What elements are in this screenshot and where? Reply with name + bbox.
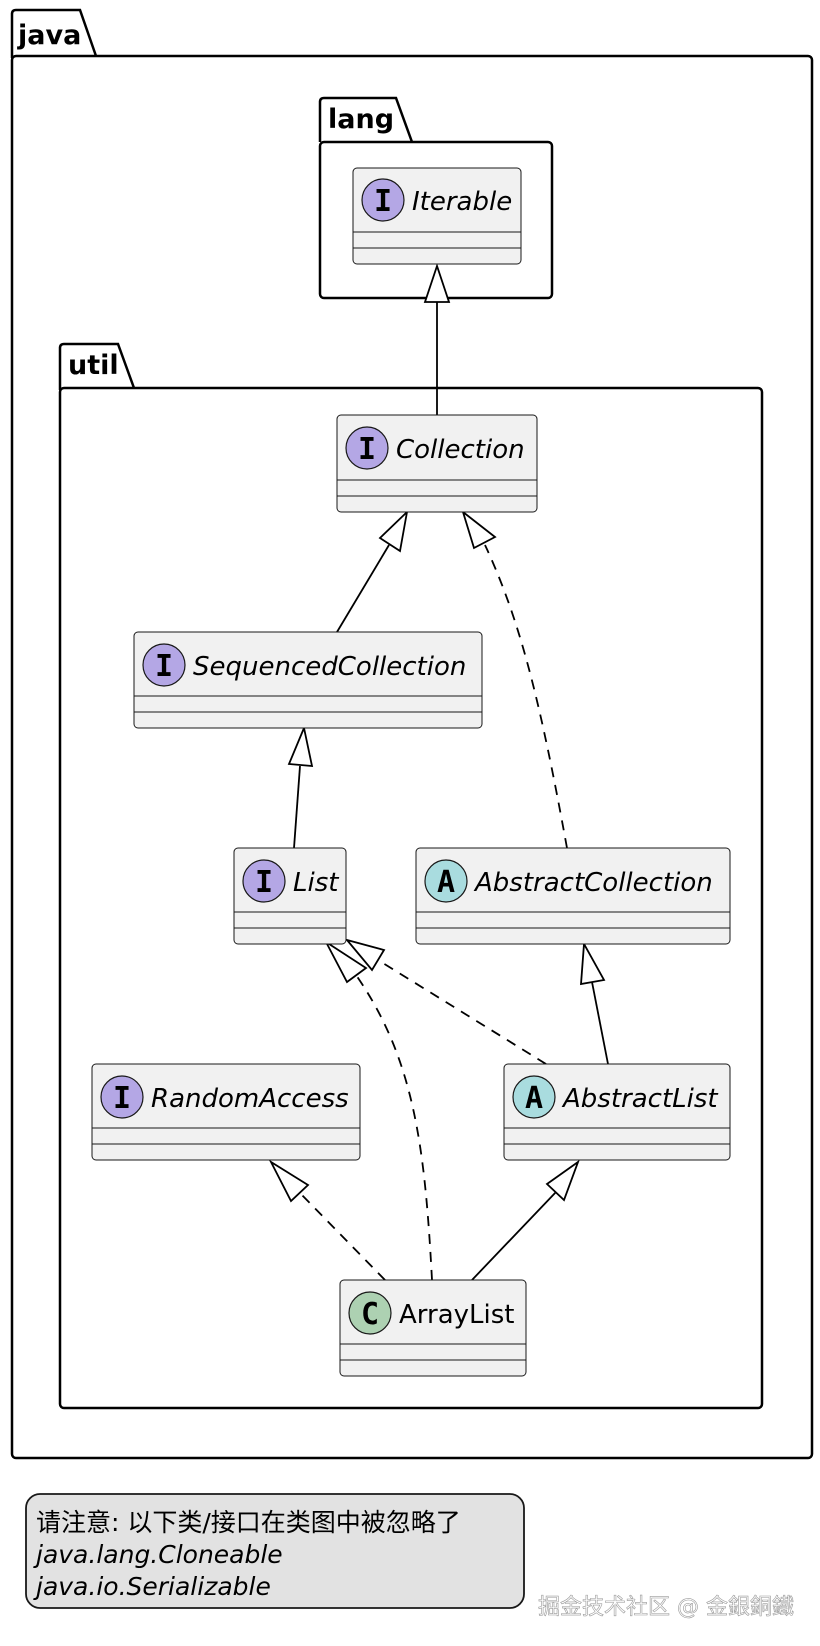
class-name: Collection <box>396 435 525 465</box>
package-lang: lang <box>318 96 554 300</box>
class-arraylist[interactable]: C ArrayList <box>339 1279 527 1377</box>
class-abstractlist[interactable]: A AbstractList <box>503 1063 731 1161</box>
package-util: util <box>58 342 764 1410</box>
class-randomaccess[interactable]: I RandomAccess <box>91 1063 361 1161</box>
class-list[interactable]: I List <box>233 847 347 945</box>
note-line-1: 请注意: 以下类/接口在类图中被忽略了 <box>36 1508 461 1537</box>
interface-stereotype-icon <box>100 1075 144 1119</box>
interface-stereotype-icon <box>345 426 389 470</box>
rel-arraylist-implements-list <box>323 939 433 1281</box>
package-lang-label: lang <box>328 104 394 135</box>
class-name: Iterable <box>412 187 512 217</box>
stereotype-letter: I <box>155 649 173 684</box>
rel-abslist-implements-list <box>344 938 547 1065</box>
stereotype-letter: C <box>361 1297 379 1332</box>
note-line-2: java.lang.Cloneable <box>33 1540 283 1569</box>
class-name: AbstractList <box>561 1084 718 1114</box>
interface-stereotype-icon <box>142 643 186 687</box>
stereotype-letter: A <box>437 865 455 900</box>
rel-list-extends-sequenced <box>287 724 314 849</box>
rel-arraylist-extends-abslist <box>471 1159 580 1281</box>
class-name: SequencedCollection <box>193 652 466 682</box>
stereotype-letter: I <box>374 184 392 219</box>
ignored-classes-note: 请注意: 以下类/接口在类图中被忽略了 java.lang.Cloneable … <box>25 1493 525 1609</box>
interface-stereotype-icon <box>361 178 405 222</box>
stereotype-letter: A <box>525 1081 543 1116</box>
note-line-3: java.io.Serializable <box>33 1572 271 1601</box>
class-sequencedcollection[interactable]: I SequencedCollection <box>133 631 483 729</box>
package-java: java <box>10 8 814 1460</box>
class-stereotype-icon <box>348 1291 392 1335</box>
stereotype-letter: I <box>255 865 273 900</box>
interface-stereotype-icon <box>242 859 286 903</box>
package-util-label: util <box>68 350 119 381</box>
class-name: List <box>293 868 339 898</box>
rel-arraylist-implements-random <box>268 1159 386 1281</box>
rel-sequenced-extends-collection <box>336 509 409 633</box>
class-name: RandomAccess <box>151 1084 349 1114</box>
abstract-stereotype-icon <box>424 859 468 903</box>
relationships <box>268 263 609 1281</box>
stereotype-letter: I <box>358 432 376 467</box>
class-abstractcollection[interactable]: A AbstractCollection <box>415 847 731 945</box>
rel-abslist-extends-abscoll <box>580 940 609 1065</box>
class-iterable[interactable]: I Iterable <box>352 167 522 265</box>
stereotype-letter: I <box>113 1081 131 1116</box>
package-java-label: java <box>17 20 81 51</box>
rel-collection-extends-iterable <box>423 263 451 415</box>
class-collection[interactable]: I Collection <box>336 414 538 513</box>
abstract-stereotype-icon <box>512 1075 556 1119</box>
rel-abscoll-implements-collection <box>461 509 568 849</box>
watermark-text: 掘金技术社区 @ 金銀銅鐵 <box>538 1595 794 1620</box>
class-name: AbstractCollection <box>473 868 713 898</box>
class-name: ArrayList <box>399 1300 514 1330</box>
